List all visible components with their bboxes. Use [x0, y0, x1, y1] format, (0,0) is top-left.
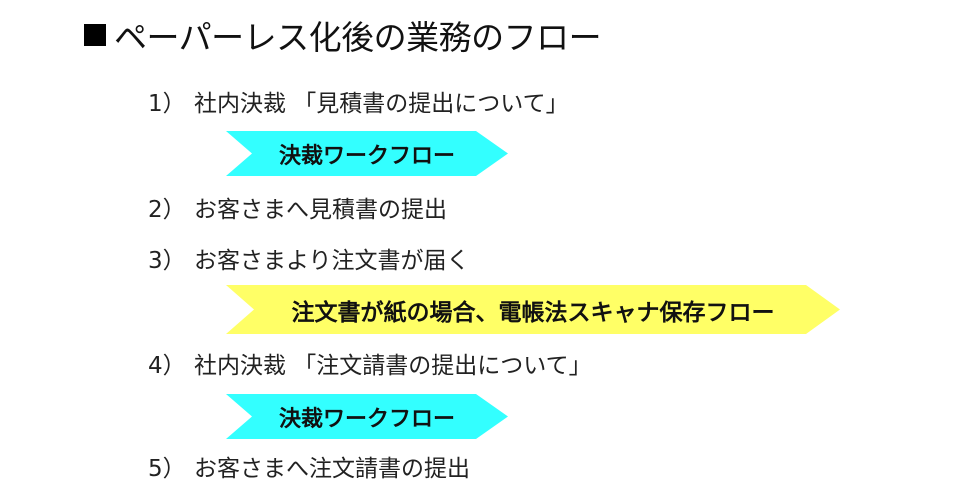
step-text: 社内決裁 「注文請書の提出について」	[194, 353, 592, 379]
step-number: 5）	[148, 456, 186, 482]
step-5: 5） お客さまへ注文請書の提出	[148, 453, 470, 485]
approval-workflow-arrow-2: 決裁ワークフロー	[226, 394, 508, 439]
step-1: 1） 社内決裁 「見積書の提出について」	[148, 88, 569, 120]
step-3: 3） お客さまより注文書が届く	[148, 245, 470, 277]
arrow-label: 決裁ワークフロー	[278, 406, 455, 432]
step-number: 2）	[148, 197, 186, 223]
step-number: 1）	[148, 91, 186, 117]
black-square-bullet-icon	[84, 24, 106, 46]
step-2: 2） お客さまへ見積書の提出	[148, 194, 447, 226]
scanner-storage-flow-arrow: 注文書が紙の場合、電帳法スキャナ保存フロー	[226, 285, 840, 334]
step-4: 4） 社内決裁 「注文請書の提出について」	[148, 350, 592, 382]
step-text: お客さまより注文書が届く	[194, 248, 470, 274]
step-text: 社内決裁 「見積書の提出について」	[194, 91, 569, 117]
arrow-label: 注文書が紙の場合、電帳法スキャナ保存フロー	[291, 299, 775, 326]
step-number: 3）	[148, 248, 186, 274]
step-text: お客さまへ見積書の提出	[194, 197, 447, 223]
arrow-label: 決裁ワークフロー	[278, 143, 455, 169]
page-title-text: ペーパーレス化後の業務のフロー	[114, 18, 602, 57]
step-text: お客さまへ注文請書の提出	[194, 456, 470, 482]
step-number: 4）	[148, 353, 186, 379]
approval-workflow-arrow-1: 決裁ワークフロー	[226, 131, 508, 176]
page-title: ペーパーレス化後の業務のフロー	[84, 14, 602, 62]
